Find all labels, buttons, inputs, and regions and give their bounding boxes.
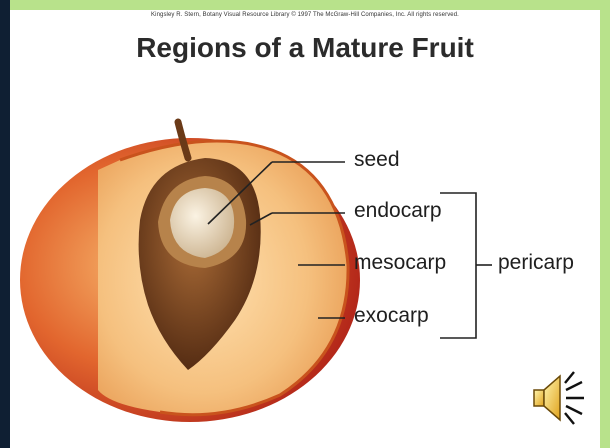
slide: Kingsley R. Stern, Botany Visual Resourc… [10, 10, 600, 448]
label-mesocarp: mesocarp [354, 251, 446, 275]
fruit-diagram [10, 10, 600, 448]
label-pericarp: pericarp [498, 251, 574, 275]
right-accent-strip [600, 0, 610, 448]
top-accent-strip [10, 0, 600, 10]
label-seed: seed [354, 148, 400, 172]
label-exocarp: exocarp [354, 304, 429, 328]
speaker-sound-icon[interactable] [528, 368, 588, 428]
label-endocarp: endocarp [354, 199, 442, 223]
